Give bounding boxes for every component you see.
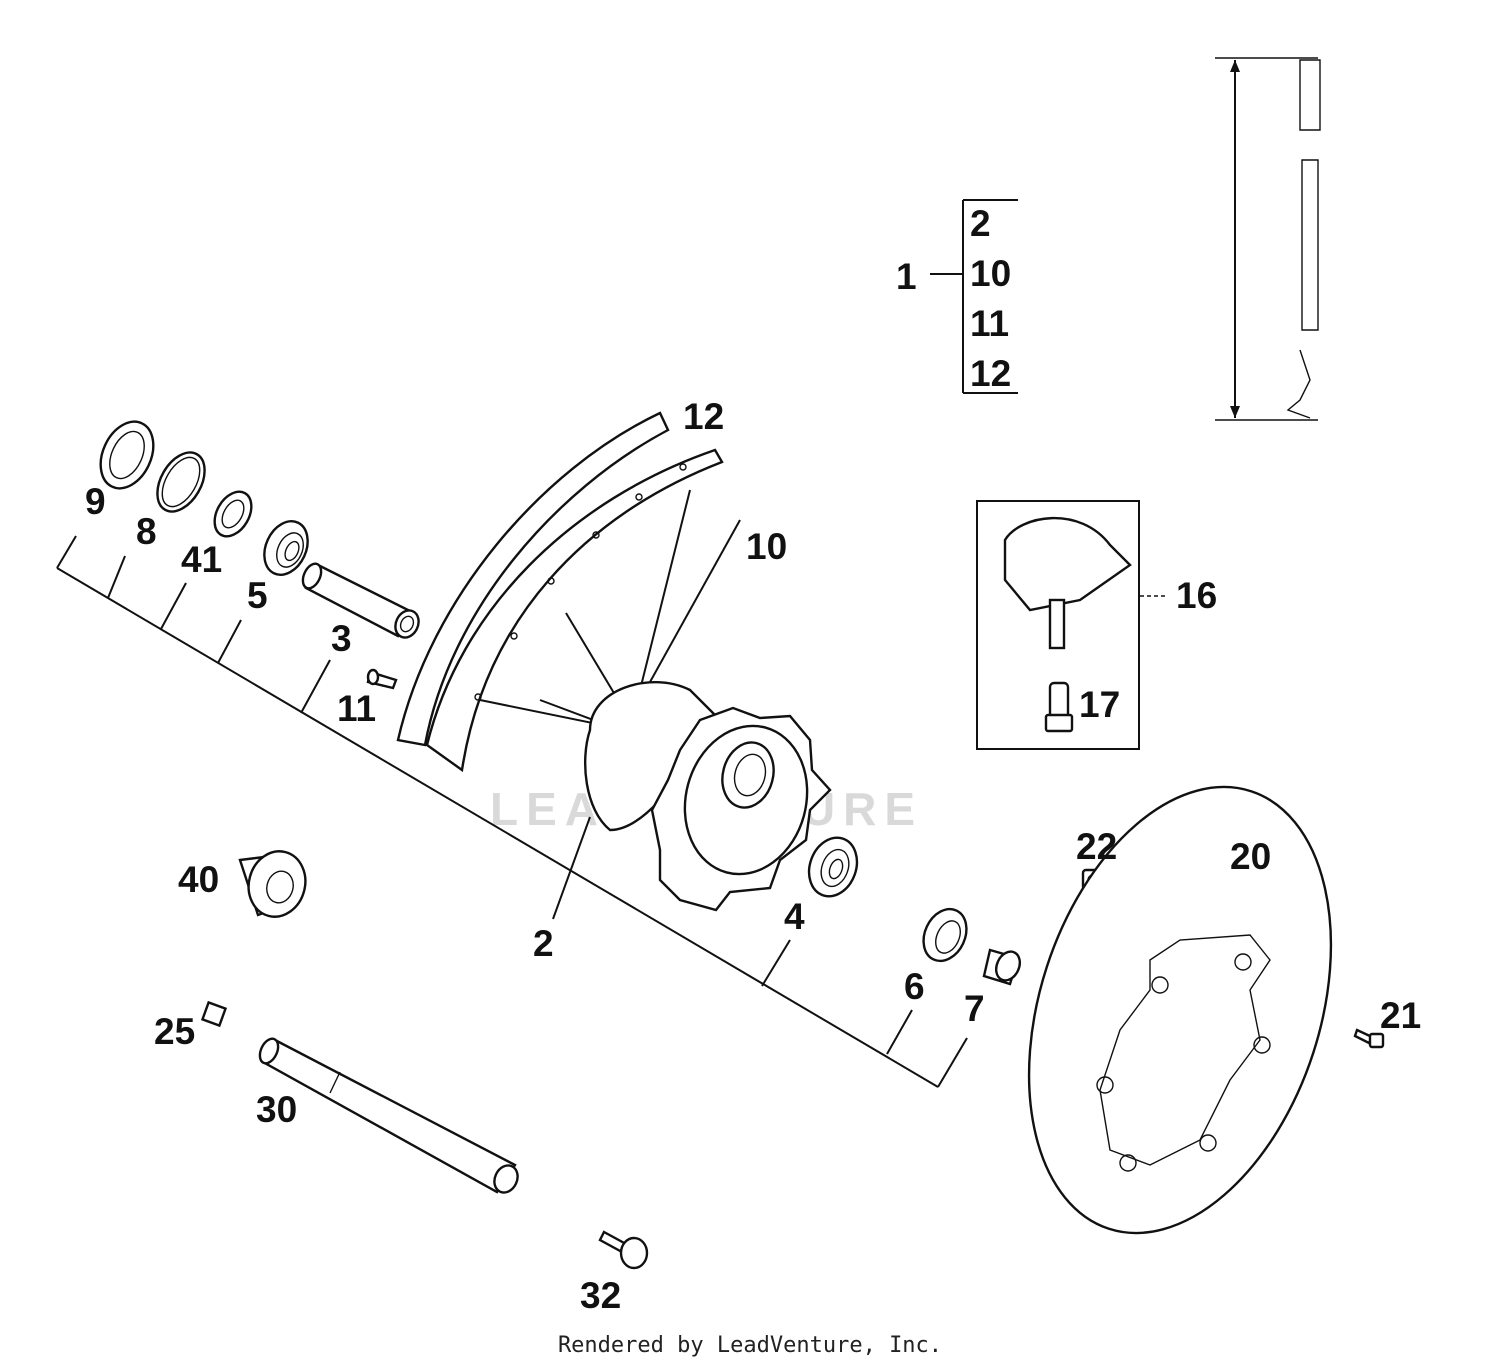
callout-2: 2 — [533, 923, 554, 964]
spacer-tube-part-3 — [301, 562, 420, 639]
footer-credit: Rendered by LeadVenture, Inc. — [557, 1333, 943, 1358]
callout-1: 1 — [896, 256, 917, 297]
callout-32: 32 — [580, 1275, 622, 1316]
seal-part-9 — [99, 420, 155, 490]
assembly-bracket — [930, 199, 1018, 394]
seal-part-6 — [922, 907, 968, 963]
bearing-part-4 — [807, 836, 859, 898]
callout-6: 6 — [904, 966, 925, 1007]
callout-30: 30 — [256, 1089, 298, 1130]
callout-41: 41 — [181, 539, 223, 580]
brake-disc-part-20 — [1027, 785, 1333, 1235]
callout-7: 7 — [964, 988, 985, 1029]
valve-tool-part-16 — [1003, 516, 1132, 650]
callout-40: 40 — [178, 859, 220, 900]
leader-baseline — [56, 567, 939, 1088]
bracket-item-11: 11 — [970, 303, 1010, 344]
spoke-nipple-part-11 — [366, 668, 398, 690]
callout-9: 9 — [85, 481, 106, 522]
bracket-item-12: 12 — [970, 353, 1012, 394]
tool-inset-box — [976, 500, 1140, 750]
valve-insert-part-17 — [1044, 681, 1074, 733]
screw-part-21 — [1353, 1028, 1385, 1049]
bracket-item-2: 2 — [970, 203, 991, 244]
rim-part-12 — [396, 411, 724, 773]
callout-3: 3 — [331, 618, 352, 659]
bracket-item-10: 10 — [970, 253, 1012, 294]
bolt-part-32 — [598, 1230, 649, 1270]
callout-10: 10 — [746, 526, 788, 567]
tire-section-drawing — [1215, 57, 1321, 421]
ring-part-8 — [156, 451, 206, 513]
callout-20: 20 — [1230, 836, 1272, 877]
nut-part-25 — [200, 1000, 228, 1028]
callout-17: 17 — [1079, 684, 1121, 725]
callout-16: 16 — [1176, 575, 1218, 616]
callout-22: 22 — [1076, 826, 1118, 867]
callout-25: 25 — [154, 1011, 196, 1052]
callout-8: 8 — [136, 511, 157, 552]
callout-4: 4 — [784, 896, 805, 937]
axle-part-30 — [258, 1037, 519, 1194]
hub-part-2 — [584, 681, 832, 912]
lockwasher-part-41 — [213, 490, 253, 538]
callout-12: 12 — [683, 396, 725, 437]
spacer-part-7 — [982, 948, 1022, 986]
callout-5: 5 — [247, 575, 268, 616]
collar-part-40 — [238, 850, 307, 918]
bearing-part-5 — [263, 520, 309, 576]
callout-21: 21 — [1380, 995, 1422, 1036]
callout-11: 11 — [337, 688, 377, 729]
